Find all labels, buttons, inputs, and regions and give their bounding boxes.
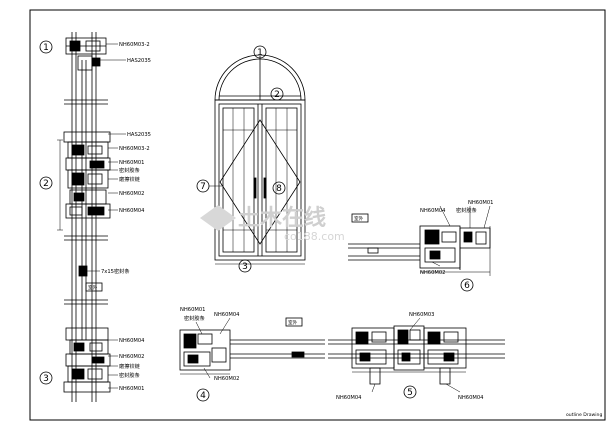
left-label-m: 磨擦铰链	[119, 362, 141, 370]
left-vertical-section	[57, 32, 126, 402]
watermark-sub: co188.com	[284, 230, 345, 243]
section4-label-c: NH60M04	[214, 312, 240, 318]
left-label-h: NH60M02	[119, 191, 144, 197]
marker-1-left	[39, 40, 53, 54]
section-5	[328, 317, 505, 393]
section5-label-c: NH60M04	[458, 395, 484, 401]
marker-8-door	[272, 181, 286, 195]
left-tag-outside: 室外	[88, 284, 98, 291]
section5-label-b: NH60M04	[336, 395, 362, 401]
marker-5	[403, 385, 417, 399]
marker-5-text: 5	[407, 388, 413, 398]
left-label-a: NH60M03-2	[119, 42, 150, 48]
marker-2-door	[270, 87, 284, 101]
marker-1-left-text: 1	[43, 43, 49, 53]
left-label-f: 密封胶条	[119, 166, 140, 174]
watermark: 土木在线 co188.com	[200, 205, 345, 243]
section6-tag-outside: 室外	[354, 215, 364, 222]
door-marker-1: 1	[257, 48, 263, 58]
left-label-i: NH60M04	[119, 208, 145, 214]
left-label-j: 7x15密封条	[101, 267, 130, 275]
section4-tag-outside: 室外	[288, 319, 298, 326]
sheet-border	[29, 9, 606, 421]
section5-label-a: NH60M03	[409, 312, 434, 318]
marker-6	[460, 278, 474, 292]
section6-label-d: NH60M02	[420, 270, 445, 276]
marker-2-left-text: 2	[43, 179, 49, 189]
footer-credit: outline Drawing	[566, 412, 602, 418]
section6-label-a: NH60M01	[468, 200, 493, 206]
section4-label-b: 密封胶条	[184, 314, 205, 322]
marker-2-left	[39, 176, 53, 190]
section-4	[179, 317, 325, 379]
left-label-o: NH60M01	[119, 386, 144, 392]
marker-3-left	[39, 371, 53, 385]
door-marker-7: 7	[200, 182, 206, 192]
section4-label-a: NH60M01	[180, 307, 205, 313]
left-label-k: NH60M04	[119, 338, 145, 344]
marker-3-door	[238, 259, 252, 273]
door-marker-8: 8	[276, 184, 282, 194]
left-label-n: 密封胶条	[119, 371, 140, 379]
door-marker-2: 2	[274, 90, 280, 100]
left-label-b: HAS2035	[127, 58, 151, 64]
section6-label-b: NH60M04	[420, 208, 446, 214]
watermark-main: 土木在线	[238, 205, 326, 231]
left-label-e: NH60M01	[119, 160, 144, 166]
section6-label-c: 密封胶条	[456, 206, 477, 214]
door-marker-3: 3	[242, 262, 248, 272]
marker-6-text: 6	[464, 281, 470, 291]
marker-1-door	[253, 45, 267, 59]
marker-4-text: 4	[200, 391, 206, 401]
left-label-c: HAS2035	[127, 132, 151, 138]
section-6	[348, 205, 491, 276]
marker-4	[196, 388, 210, 402]
section4-label-d: NH60M02	[214, 376, 239, 382]
marker-3-left-text: 3	[43, 374, 49, 384]
door-elevation	[214, 54, 306, 265]
left-label-g: 磨擦铰链	[119, 175, 141, 183]
left-label-l: NH60M02	[119, 354, 144, 360]
left-label-d: NH60M03-2	[119, 146, 150, 152]
watermark-logo-icon	[200, 205, 236, 231]
